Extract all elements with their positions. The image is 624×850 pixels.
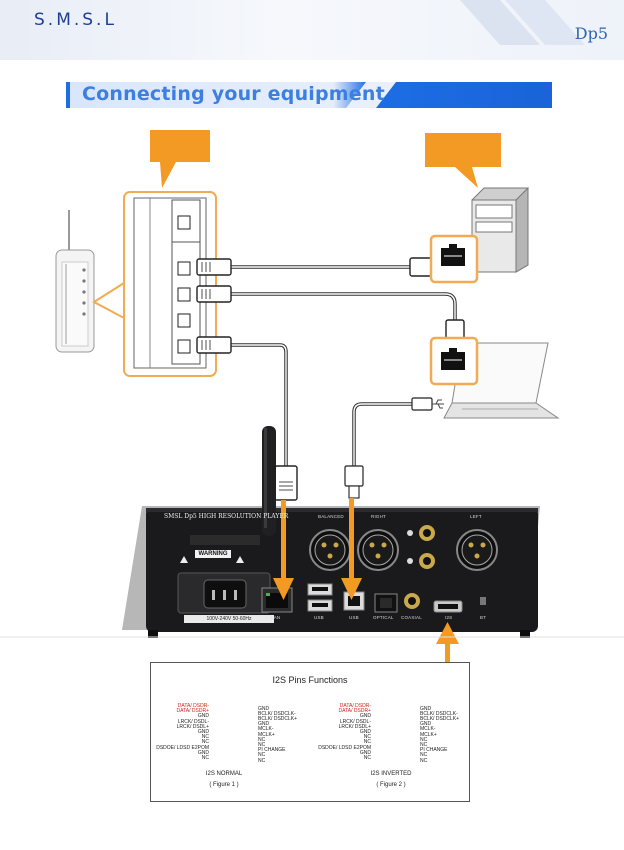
pin-label-left: NC: [201, 739, 209, 746]
section-title: Connecting your equipment: [82, 83, 385, 105]
pin-label-left: LRCK/ DSDL+: [176, 723, 209, 730]
router-icon: [55, 210, 95, 353]
optical-port: [374, 593, 398, 613]
pin-label-right: PI CHANGE: [258, 747, 286, 754]
port-label-balanced: BALANCED: [318, 514, 344, 519]
port-label-coaxial: COAXIAL: [401, 615, 422, 620]
pin-label-left: NC: [363, 755, 371, 761]
rca-outputs: [407, 525, 435, 569]
pin-label-right: MCLK+: [420, 731, 437, 738]
port-label-right: RIGHT: [371, 514, 386, 519]
pin-label-left: NC: [201, 755, 209, 761]
antenna-icon: [262, 426, 276, 536]
computer-callout: [425, 133, 501, 188]
usb-ports: [307, 583, 333, 612]
pin-label-left: GND: [359, 729, 371, 735]
pin-label-left: DATA/ DSDR-: [177, 703, 209, 709]
figure1-name: I2S NORMAL: [205, 771, 243, 777]
pin-label-left: DATA/ DSDR-: [339, 703, 371, 709]
pin-label-right: NC: [420, 736, 428, 743]
port-label-i2s: I2S: [445, 615, 453, 620]
port-label-bt: BT: [480, 615, 487, 620]
pin-label-left: GND: [359, 713, 371, 720]
pin-label-right: MCLK-: [258, 726, 274, 733]
pin-label-right: BCLK/ DSDCLK-: [420, 710, 458, 717]
bt-port: [480, 597, 486, 605]
usb-icon: [432, 399, 444, 409]
coaxial-port: [404, 593, 420, 609]
pin-label-left: DSDOE/ LDSD E2POM: [318, 744, 371, 751]
pin-label-left: GND: [197, 713, 209, 720]
usb-cable: [344, 397, 433, 499]
router-callout: [150, 130, 210, 188]
figure1-caption: ( Figure 1 ): [209, 782, 239, 788]
pin-label-left: GND: [359, 749, 371, 756]
pin-label-left: NC: [201, 734, 209, 741]
pin-label-left: GND: [197, 729, 209, 735]
warning-label: WARNING: [195, 550, 231, 558]
xlr-balanced: [309, 529, 351, 571]
power-rating-label: 100V-240V 50-60Hz: [184, 615, 274, 623]
pin-label-right: BCLK/ DSDCLK+: [258, 716, 298, 722]
power-inlet: [177, 572, 271, 614]
header-decoration: [460, 0, 585, 45]
pin-label-left: GND: [197, 749, 209, 756]
pin-label-right: GND: [258, 721, 270, 728]
pin-label-right: GND: [258, 705, 270, 712]
pin-label-right: GND: [420, 705, 432, 712]
i2s-pins-title: I2S Pins Functions: [272, 675, 348, 685]
usb-b-port: [343, 591, 365, 611]
pin-label-left: LRCK/ DSDL+: [338, 723, 371, 730]
pin-label-right: NC: [420, 757, 428, 764]
desktop-computer-icon: [471, 186, 529, 273]
orange-arrows: [273, 498, 459, 678]
figure2-caption: ( Figure 2 ): [376, 782, 406, 788]
pin-label-right: MCLK+: [258, 731, 275, 738]
port-label-optical: OPTICAL: [373, 615, 394, 620]
figure2-name: I2S INVERTED: [370, 771, 412, 777]
i2s-port: [433, 600, 463, 613]
pin-label-right: NC: [258, 742, 266, 748]
pin-label-left: NC: [363, 734, 371, 741]
pin-label-left: DATA/ DSDR+: [176, 708, 209, 715]
port-label-lan: LAN: [271, 615, 281, 620]
page-header: [0, 0, 624, 60]
i2s-pins-panel: I2S Pins Functions: [150, 662, 470, 802]
pin-label-right: NC: [258, 757, 266, 764]
port-label-left: LEFT: [470, 514, 482, 519]
brand-logo: S.M.S.L: [34, 10, 117, 30]
pin-label-left: LRCK/ DSDL-: [339, 718, 371, 725]
pin-label-left: DATA/ DSDR+: [338, 708, 371, 715]
lan-jack-zoom-laptop: [429, 336, 479, 386]
xlr-left: [456, 529, 498, 571]
port-label-usb-b: USB: [349, 615, 359, 620]
pin-label-right: NC: [420, 742, 428, 748]
pin-label-right: PI CHANGE: [420, 747, 448, 754]
port-label-usb-host: USB: [314, 615, 324, 620]
pin-label-right: BCLK/ DSDCLK+: [420, 716, 460, 722]
pin-label-left: LRCK/ DSDL-: [177, 718, 209, 725]
pin-label-right: BCLK/ DSDCLK-: [258, 710, 296, 717]
pin-label-right: MCLK-: [420, 726, 436, 733]
pin-label-right: NC: [420, 752, 428, 759]
rj45-plugs: [196, 257, 465, 501]
model-name: Dp5: [574, 24, 608, 43]
pin-label-left: NC: [363, 739, 371, 746]
pin-label-left: DSDOE/ LDSD E2POM: [156, 744, 209, 751]
router-ports-zoom: [92, 191, 217, 377]
pin-label-right: NC: [258, 736, 266, 743]
lan-jack-zoom-desktop: [429, 234, 479, 284]
dac-title-label: SMSL Dp5 HIGH RESOLUTION PLAYER: [164, 513, 289, 520]
pin-label-right: GND: [420, 721, 432, 728]
title-bar: [66, 82, 552, 108]
warning-labels: [180, 535, 260, 563]
pin-label-right: NC: [258, 752, 266, 759]
xlr-right: [357, 529, 399, 571]
